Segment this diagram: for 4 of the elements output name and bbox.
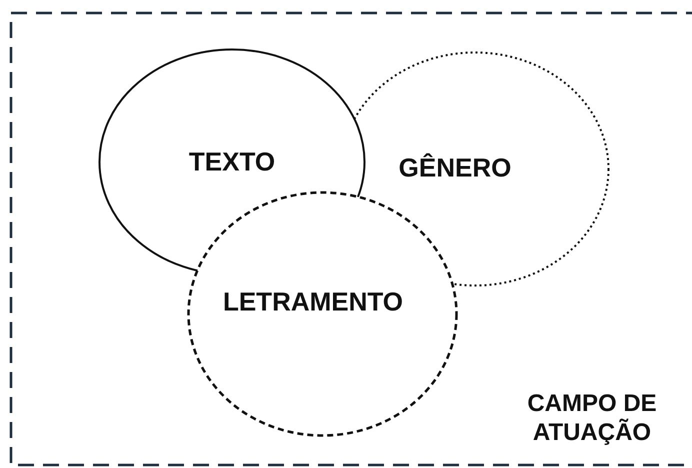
circle-label: LETRAMENTO — [222, 286, 404, 318]
circle-label: GÊNERO — [398, 152, 512, 184]
area-label: CAMPO DE ATUAÇÃO — [526, 390, 658, 448]
circle-label: TEXTO — [188, 146, 276, 178]
